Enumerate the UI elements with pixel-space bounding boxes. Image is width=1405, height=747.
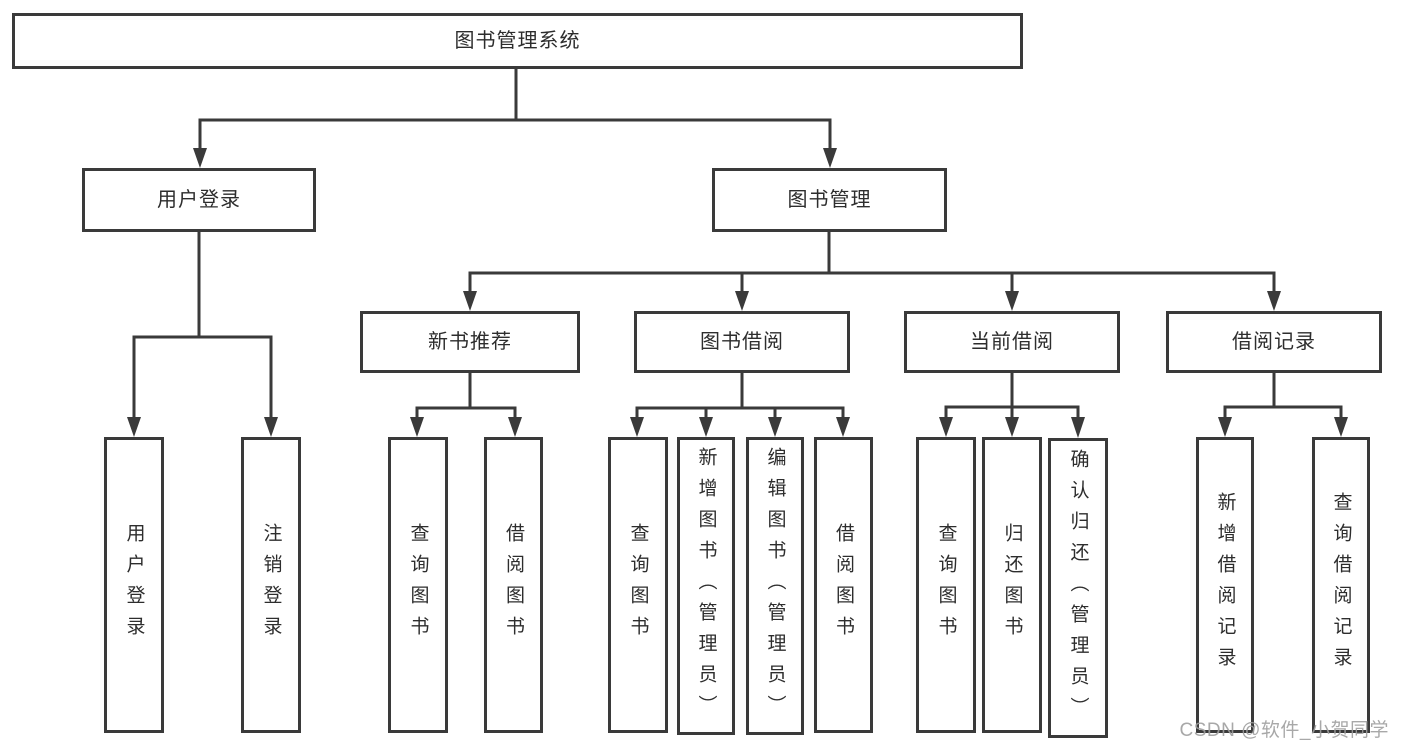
leaf-cb-return-book-label: 归还图书 — [1001, 523, 1023, 647]
node-root-system: 图书管理系统 — [12, 13, 1023, 69]
leaf-bb-add-book-admin-label: 新增图书（管理员） — [695, 446, 717, 726]
leaf-logout: 注销登录 — [241, 437, 301, 733]
leaf-cb-confirm-return-admin-label: 确认归还（管理员） — [1067, 448, 1089, 728]
leaf-user-login-label: 用户登录 — [123, 523, 145, 647]
leaf-br-add-record-label: 新增借阅记录 — [1214, 492, 1236, 678]
edge-borrow-record-to-leaves — [1218, 373, 1348, 437]
node-new-book-recommend: 新书推荐 — [360, 311, 580, 373]
leaf-bb-borrow-book-label: 借阅图书 — [833, 523, 854, 647]
edge-user-login-to-leaves — [127, 232, 278, 437]
edge-root-to-level2 — [193, 69, 837, 168]
leaf-rec-borrow-book-label: 借阅图书 — [503, 523, 524, 647]
leaf-cb-return-book: 归还图书 — [982, 437, 1042, 733]
leaf-cb-query-book-label: 查询图书 — [935, 523, 957, 647]
edge-new-book-rec-to-leaves — [410, 373, 522, 437]
node-current-borrow-label: 当前借阅 — [970, 331, 1054, 353]
node-new-book-recommend-label: 新书推荐 — [428, 331, 512, 353]
leaf-bb-edit-book-admin-label: 编辑图书（管理员） — [764, 446, 786, 726]
edge-book-mgmt-to-level3 — [463, 232, 1281, 311]
leaf-rec-query-book-label: 查询图书 — [407, 523, 429, 647]
leaf-br-add-record: 新增借阅记录 — [1196, 437, 1254, 733]
edge-current-borrow-to-leaves — [939, 373, 1085, 438]
leaf-bb-query-book: 查询图书 — [608, 437, 668, 733]
node-borrow-record-label: 借阅记录 — [1232, 331, 1316, 353]
leaf-bb-edit-book-admin: 编辑图书（管理员） — [746, 437, 804, 735]
node-user-login: 用户登录 — [82, 168, 316, 232]
leaf-user-login: 用户登录 — [104, 437, 164, 733]
leaf-br-query-record: 查询借阅记录 — [1312, 437, 1370, 733]
leaf-br-query-record-label: 查询借阅记录 — [1330, 492, 1352, 678]
leaf-bb-borrow-book: 借阅图书 — [814, 437, 873, 733]
leaf-cb-query-book: 查询图书 — [916, 437, 976, 733]
node-book-management: 图书管理 — [712, 168, 947, 232]
node-borrow-record: 借阅记录 — [1166, 311, 1382, 373]
node-current-borrow: 当前借阅 — [904, 311, 1120, 373]
csdn-watermark: CSDN @软件_小贺同学 — [1179, 720, 1389, 741]
node-book-borrow: 图书借阅 — [634, 311, 850, 373]
node-user-login-label: 用户登录 — [157, 189, 241, 211]
leaf-cb-confirm-return-admin: 确认归还（管理员） — [1048, 438, 1108, 738]
leaf-logout-label: 注销登录 — [260, 523, 282, 647]
leaf-bb-add-book-admin: 新增图书（管理员） — [677, 437, 735, 735]
node-book-borrow-label: 图书借阅 — [700, 331, 784, 353]
node-book-management-label: 图书管理 — [787, 189, 872, 211]
leaf-bb-query-book-label: 查询图书 — [627, 523, 649, 647]
leaf-rec-borrow-book: 借阅图书 — [484, 437, 543, 733]
leaf-rec-query-book: 查询图书 — [388, 437, 448, 733]
node-root-label: 图书管理系统 — [454, 30, 581, 52]
edge-book-borrow-to-leaves — [630, 373, 850, 437]
